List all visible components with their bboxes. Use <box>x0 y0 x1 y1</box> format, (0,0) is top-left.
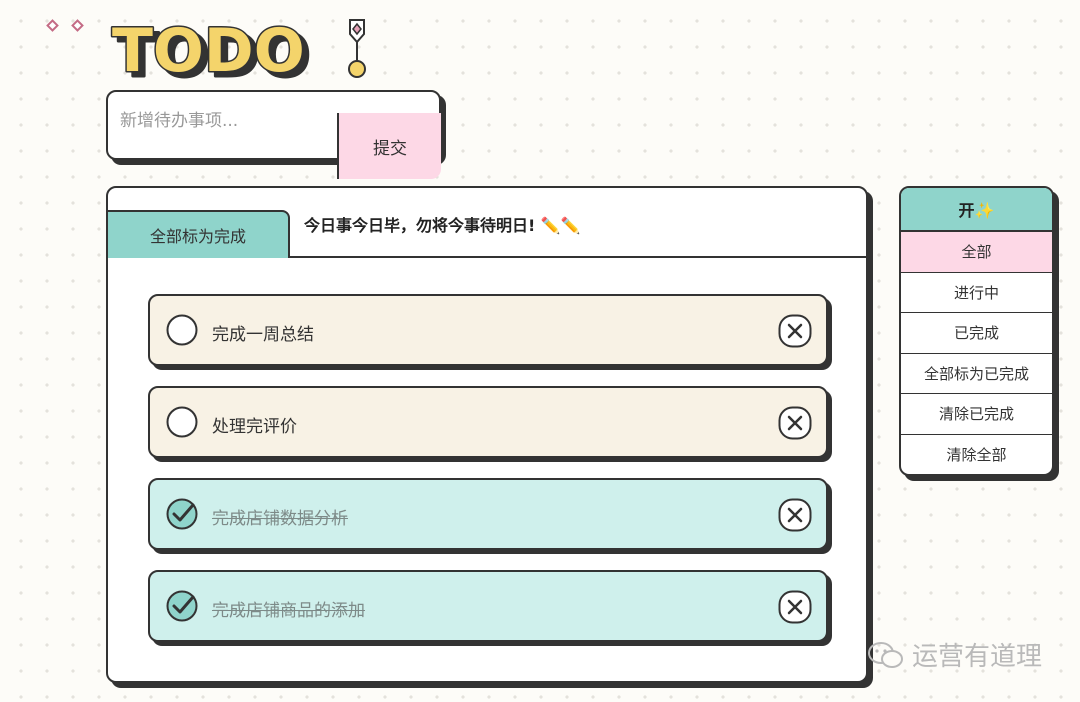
filter-menu-items: 全部进行中已完成全部标为已完成清除已完成清除全部 <box>901 232 1052 474</box>
delete-icon[interactable] <box>778 498 812 532</box>
decor-diamond-right <box>71 19 84 32</box>
todo-text: 处理完评价 <box>212 417 297 437</box>
filter-item[interactable]: 全部标为已完成 <box>901 354 1052 394</box>
filter-item[interactable]: 全部 <box>901 232 1052 273</box>
unchecked-circle-icon[interactable] <box>166 406 198 438</box>
todo-item[interactable]: 完成店铺数据分析 <box>148 478 828 550</box>
todo-panel: 全部标为完成 今日事今日毕，勿将今事待明日! ✏️✏️ 完成一周总结处理完评价完… <box>106 186 868 683</box>
todo-text: 完成一周总结 <box>212 325 314 345</box>
filter-item[interactable]: 清除已完成 <box>901 394 1052 435</box>
delete-icon[interactable] <box>778 314 812 348</box>
todo-item[interactable]: 完成店铺商品的添加 <box>148 570 828 642</box>
unchecked-circle-icon[interactable] <box>166 314 198 346</box>
todo-text: 完成店铺数据分析 <box>212 509 348 529</box>
checked-circle-icon[interactable] <box>166 498 198 530</box>
svg-text:TODO: TODO <box>112 16 305 86</box>
motto-text: 今日事今日毕，勿将今事待明日! ✏️✏️ <box>304 216 581 235</box>
mark-all-complete-button[interactable]: 全部标为完成 <box>108 210 290 258</box>
filter-item[interactable]: 清除全部 <box>946 446 1007 465</box>
decor-diamond-left <box>46 19 59 32</box>
todo-logo: TODO TODO <box>108 14 378 93</box>
delete-icon[interactable] <box>778 590 812 624</box>
filter-menu: 开✨ 全部进行中已完成全部标为已完成清除已完成清除全部 <box>899 186 1054 476</box>
todo-logo-graphic: TODO TODO <box>111 15 366 93</box>
submit-button[interactable]: 提交 <box>337 113 441 179</box>
filter-menu-title[interactable]: 开✨ <box>901 188 1052 232</box>
todo-item[interactable]: 完成一周总结 <box>148 294 828 366</box>
watermark: 运营有道理 <box>866 636 1042 673</box>
delete-icon[interactable] <box>778 406 812 440</box>
todo-item[interactable]: 处理完评价 <box>148 386 828 458</box>
exclamation-pin-icon <box>348 19 366 78</box>
svg-text:TODO: TODO <box>118 21 311 86</box>
todo-text: 完成店铺商品的添加 <box>212 601 365 621</box>
panel-header: 全部标为完成 今日事今日毕，勿将今事待明日! ✏️✏️ <box>108 188 866 258</box>
watermark-text: 运营有道理 <box>912 642 1043 672</box>
new-todo-input[interactable] <box>120 106 330 136</box>
checked-circle-icon[interactable] <box>166 590 198 622</box>
wechat-icon <box>868 641 903 668</box>
filter-item[interactable]: 进行中 <box>901 273 1052 313</box>
filter-item[interactable]: 已完成 <box>901 313 1052 354</box>
